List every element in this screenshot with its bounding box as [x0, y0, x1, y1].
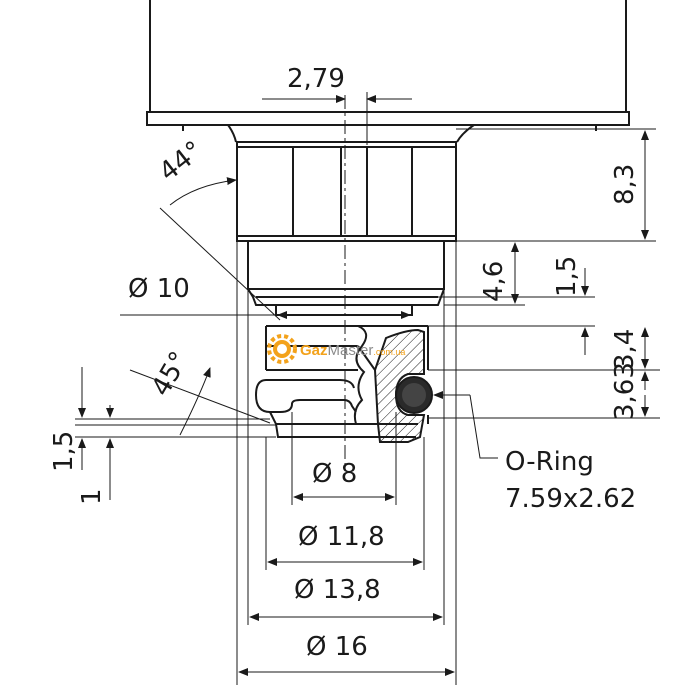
- svg-text:8,3: 8,3: [610, 164, 640, 205]
- upper-body: [146, 0, 630, 143]
- dim-dia-10: Ø 10: [120, 274, 411, 319]
- svg-text:Ø 16: Ø 16: [306, 632, 368, 662]
- o-ring: [395, 376, 433, 414]
- svg-text:1,5: 1,5: [552, 256, 582, 297]
- svg-text:Ø 13,8: Ø 13,8: [294, 575, 381, 605]
- watermark-logo: GazMaster.com.ua: [267, 334, 405, 364]
- dim-1-5-1-left: 1,5 1: [49, 367, 276, 505]
- dim-dia-16: Ø 16: [236, 241, 457, 685]
- dim-1-5-right: 1,5: [412, 256, 595, 355]
- valve-body: [254, 325, 429, 443]
- o-ring-leader: O-Ring 7.59x2.62: [433, 391, 636, 514]
- svg-text:1: 1: [77, 488, 107, 505]
- gear-icon: [267, 334, 297, 364]
- dim-dia-11-8: Ø 11,8: [265, 437, 425, 570]
- collar: [247, 240, 445, 316]
- dim-4-6: 4,6: [444, 242, 525, 306]
- svg-text:44°: 44°: [154, 135, 209, 187]
- dim-dia-13-8: Ø 13,8: [247, 289, 445, 625]
- hex-nut: [236, 141, 457, 242]
- dim-dia-8: Ø 8: [291, 412, 397, 505]
- dim-8-3: 8,3: [456, 128, 656, 242]
- svg-text:2,79: 2,79: [287, 64, 345, 94]
- logo-domain: .com.ua: [373, 347, 405, 357]
- svg-text:Ø 10: Ø 10: [128, 274, 190, 304]
- svg-text:45°: 45°: [146, 347, 195, 402]
- logo-name-part1: Gaz: [300, 342, 328, 359]
- svg-text:Ø 11,8: Ø 11,8: [298, 522, 385, 552]
- svg-text:4,6: 4,6: [479, 261, 509, 302]
- svg-text:GazMaster.com.ua: GazMaster.com.ua: [300, 342, 405, 359]
- o-ring-label: O-Ring: [505, 447, 594, 477]
- o-ring-size: 7.59x2.62: [505, 484, 636, 514]
- dim-2-79: 2,79: [262, 64, 412, 145]
- logo-name-part2: Master: [328, 342, 374, 359]
- svg-text:Ø 8: Ø 8: [312, 459, 357, 489]
- svg-text:3,4: 3,4: [610, 329, 640, 370]
- svg-text:1,5: 1,5: [49, 431, 79, 472]
- dim-angle-45: 45°: [129, 347, 271, 436]
- dim-3-4-3-63: 3,4 3,63: [428, 327, 660, 420]
- svg-text:3,63: 3,63: [610, 362, 640, 420]
